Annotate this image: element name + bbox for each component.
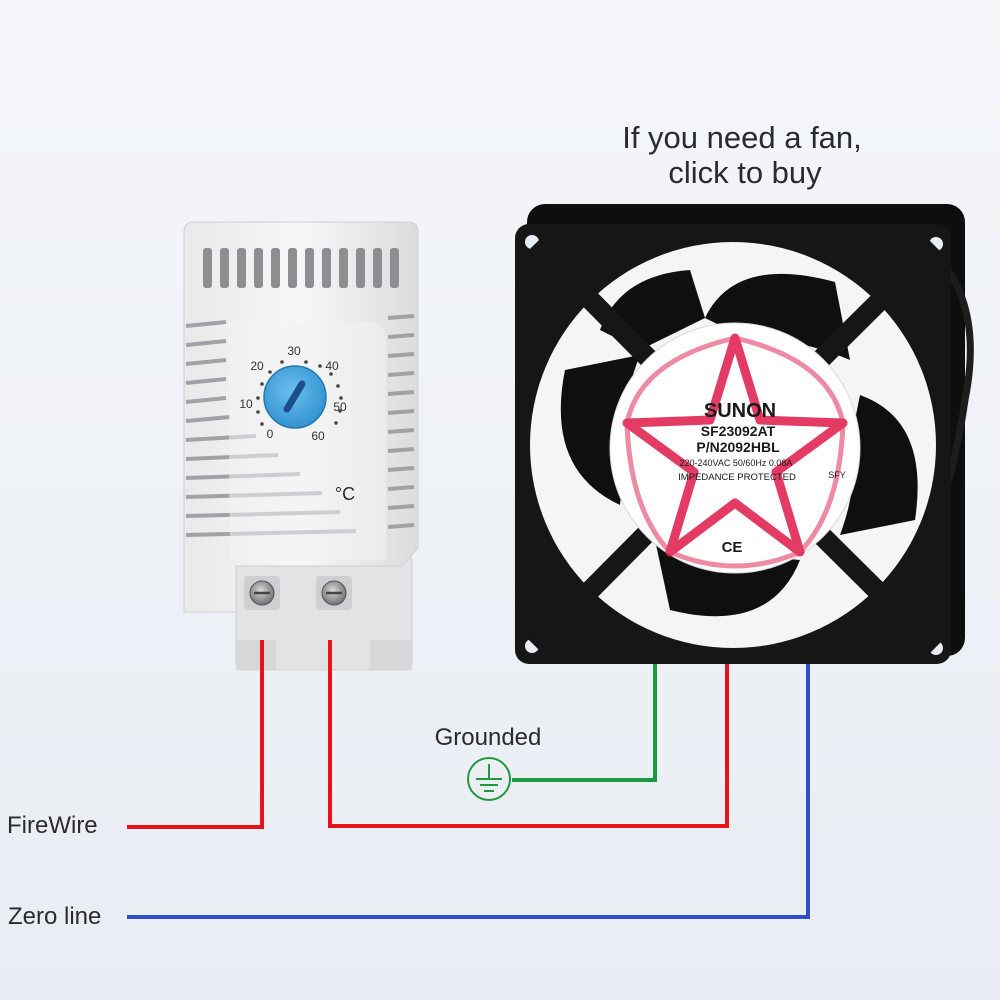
thermostat-front-panel <box>228 322 386 560</box>
thermostat-top-vents <box>203 248 399 288</box>
thermostat: 0 10 20 30 40 50 60 °C <box>183 221 419 671</box>
label-zero-line: Zero line <box>8 903 101 930</box>
thermostat-terminal-left <box>244 576 280 610</box>
neutral-wire <box>127 664 810 919</box>
dial-label-20: 20 <box>250 359 264 373</box>
dial-ticks <box>256 360 343 426</box>
fan-mark-sfy: SFY <box>828 470 846 480</box>
temperature-unit: °C <box>335 484 355 504</box>
dial-label-0: 0 <box>267 427 274 441</box>
thermostat-right-vents <box>387 314 415 529</box>
fan-label: SUNON SF23092AT P/N2092HBL 220-240VAC 50… <box>678 400 846 556</box>
sunon-logo <box>622 333 848 569</box>
dial-label-50: 50 <box>333 400 347 414</box>
dial-label-60: 60 <box>311 429 325 443</box>
ground-icon <box>467 757 511 801</box>
ce-mark: CE <box>722 539 743 556</box>
heading-line-1: If you need a fan, <box>622 120 862 155</box>
wiring <box>127 640 810 919</box>
fan-rating: 220-240VAC 50/60Hz 0.08A <box>680 458 793 468</box>
cooling-fan: SUNON SF23092AT P/N2092HBL 220-240VAC 50… <box>515 204 974 664</box>
dial-label-10: 10 <box>239 397 253 411</box>
label-firewire: FireWire <box>7 812 98 839</box>
fan-hub <box>609 322 861 574</box>
live-wire-to-fan <box>328 640 729 828</box>
fan-brand: SUNON <box>704 400 776 422</box>
ground-wire <box>512 664 657 782</box>
dial-pointer <box>283 380 306 413</box>
thermostat-terminal-right <box>316 576 352 610</box>
fan-part-number: P/N2092HBL <box>696 439 780 455</box>
heading-line-2: click to buy <box>668 155 822 190</box>
label-grounded: Grounded <box>435 724 542 751</box>
temperature-dial[interactable] <box>263 365 327 429</box>
live-wire-input <box>127 640 264 829</box>
fan-protection: IMPEDANCE PROTECTED <box>678 472 796 483</box>
fan-model: SF23092AT <box>701 423 776 439</box>
dial-label-40: 40 <box>325 359 339 373</box>
fan-struts <box>527 236 943 656</box>
dial-label-30: 30 <box>287 344 301 358</box>
